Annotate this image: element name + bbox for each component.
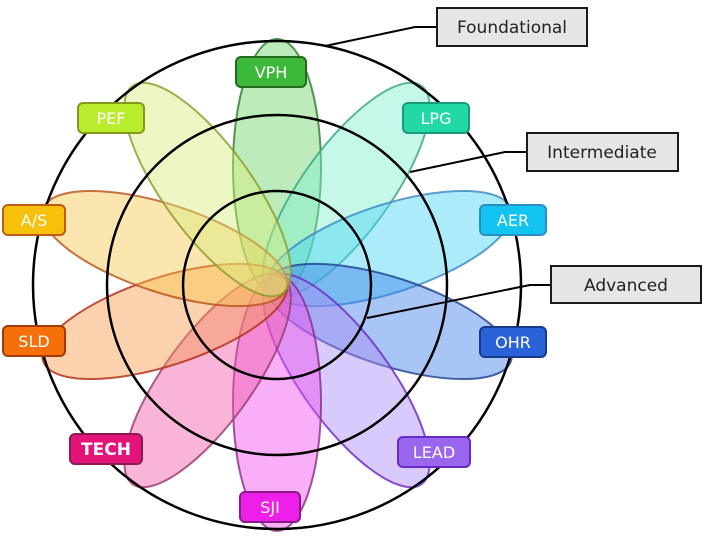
rings-layer [31,39,523,531]
tag-box [77,102,145,134]
tag-a-s: A/S [2,204,66,236]
tag-label: PEF [97,109,126,128]
tag-label: LEAD [413,443,455,462]
tag-label: VPH [255,63,288,82]
tag-ohr: OHR [479,326,547,358]
callout-foundational-box [436,7,588,47]
petal-pef [123,81,292,298]
callout-foundational-label: Foundational [457,18,567,38]
tag-box [239,491,301,523]
leader-intermediate [409,151,527,173]
leader-foundational [324,26,437,47]
tag-lead: LEAD [397,436,471,468]
tag-aer: AER [479,204,547,236]
tag-label: A/S [21,211,48,230]
petals-layer [41,38,513,532]
tag-label: LPG [421,109,452,128]
ring-foundational [31,39,523,531]
ring-intermediate [105,113,449,457]
callout-intermediate-box [526,132,679,172]
ring-advanced [181,189,373,381]
tag-box [402,102,470,134]
tags-layer: VPH LPG AER OHR LEAD SJI TECH SLD A/S PEF [2,56,547,523]
tag-box [479,326,547,358]
tag-vph: VPH [235,56,307,88]
tag-sld: SLD [2,325,66,357]
tag-box [2,204,66,236]
tag-label: SLD [18,332,49,351]
tag-label: OHR [495,333,531,352]
callouts-layer: Foundational Intermediate Advanced [324,7,702,319]
tag-lpg: LPG [402,102,470,134]
tag-label: AER [497,211,529,230]
callout-advanced-box [550,265,702,304]
tag-box [2,325,66,357]
tag-pef: PEF [77,102,145,134]
tag-box [397,436,471,468]
tag-sji: SJI [239,491,301,523]
tag-label: TECH [81,440,131,460]
tag-box [69,433,143,465]
tag-tech: TECH [69,433,143,465]
callout-advanced-label: Advanced [584,276,668,296]
leader-advanced [366,284,551,319]
tag-label: SJI [260,498,280,517]
tag-box [479,204,547,236]
callout-intermediate-label: Intermediate [547,143,657,163]
tag-box [235,56,307,88]
